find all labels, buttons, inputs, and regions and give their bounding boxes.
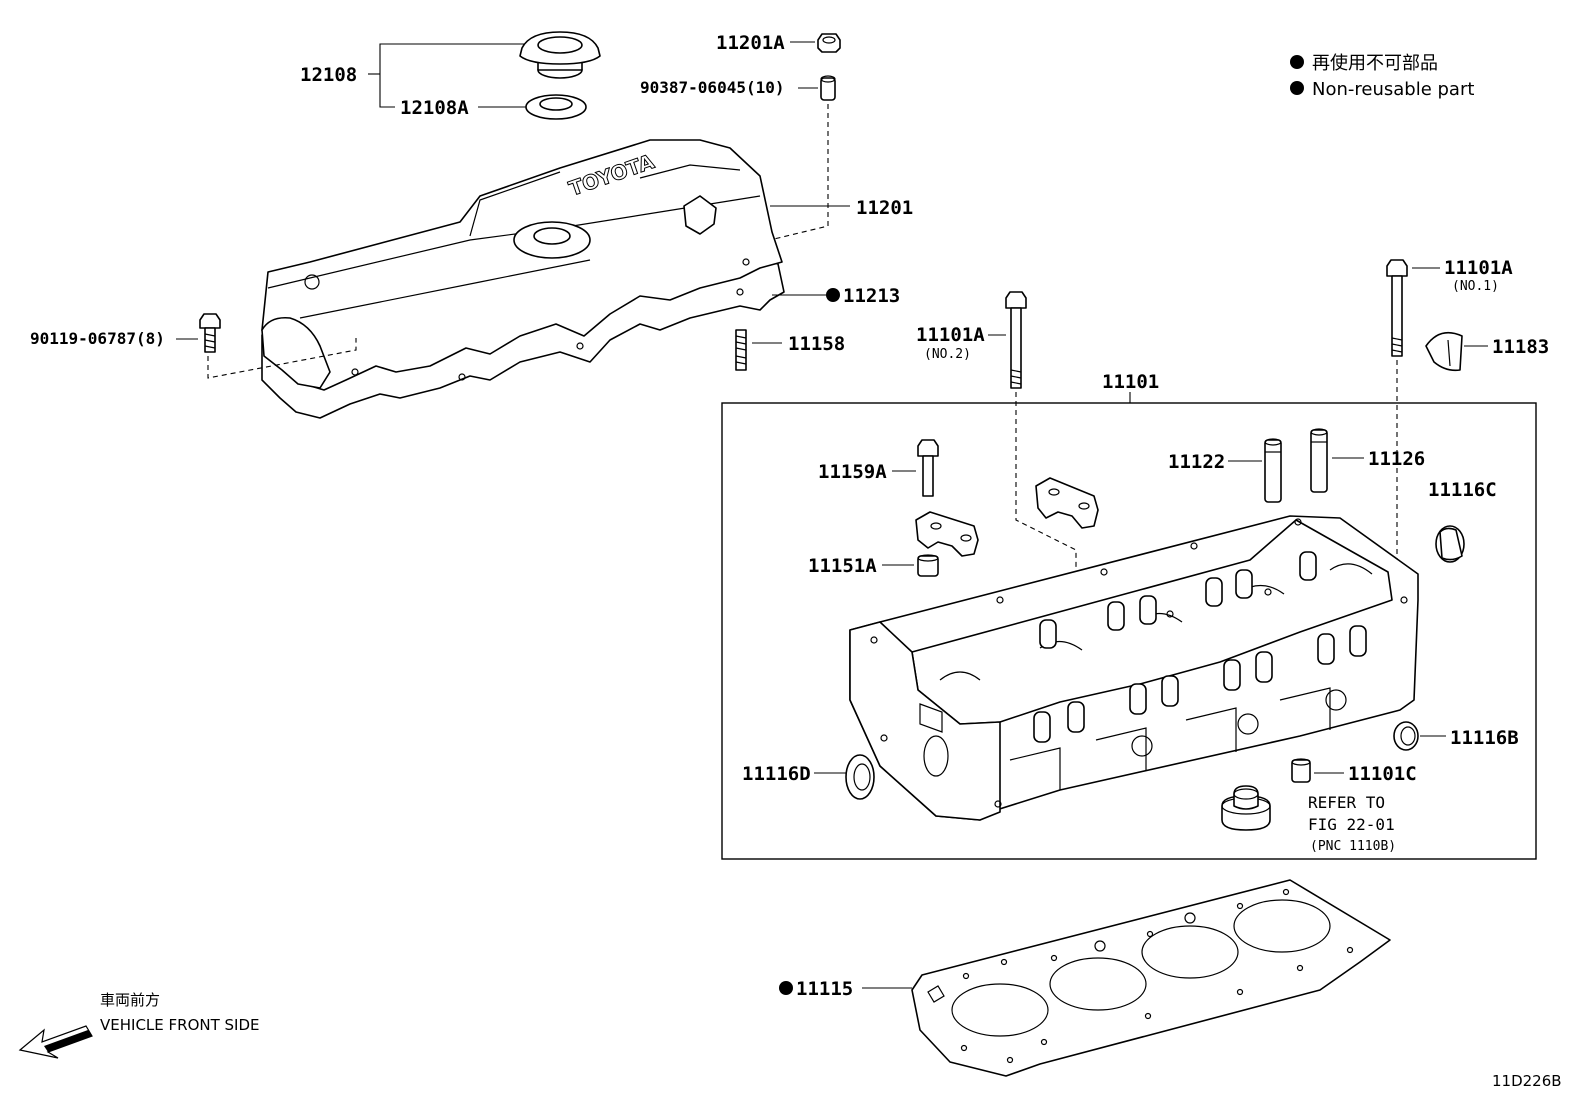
stud-group: 11158 bbox=[735, 329, 845, 371]
legend-en: Non-reusable part bbox=[1312, 79, 1474, 100]
part-label-11126[interactable]: 11126 bbox=[1368, 448, 1425, 470]
head-bolt-icon[interactable] bbox=[1005, 291, 1027, 389]
valve-seal-reference-group: REFER TO FIG 22-01 (PNC 1110B) bbox=[1221, 785, 1396, 854]
valve-guide-icon[interactable] bbox=[1264, 438, 1282, 503]
head-bolt-no2-group: 11101A (NO.2) bbox=[916, 291, 1077, 700]
valve-guide-11126-group: 11126 bbox=[1310, 428, 1425, 493]
bearing-cap-icon[interactable] bbox=[1035, 477, 1099, 529]
part-label-11201A[interactable]: 11201A bbox=[716, 32, 785, 54]
diagram-id: 11D226B bbox=[1492, 1072, 1562, 1090]
vehicle-front-en: VEHICLE FRONT SIDE bbox=[100, 1016, 260, 1034]
valve-seal-icon[interactable] bbox=[1221, 785, 1271, 831]
non-reusable-dot-icon bbox=[779, 981, 793, 995]
legend-jp: 再使用不可部品 bbox=[1312, 53, 1438, 74]
stud-icon[interactable] bbox=[735, 329, 747, 371]
part-label-11116B[interactable]: 11116B bbox=[1450, 727, 1519, 749]
expansion-plug-icon[interactable] bbox=[1435, 525, 1465, 563]
part-label-11159A[interactable]: 11159A bbox=[818, 461, 887, 483]
oil-filler-cap-icon[interactable] bbox=[519, 31, 601, 79]
part-label-11201[interactable]: 11201 bbox=[856, 197, 913, 219]
head-bolt-icon[interactable] bbox=[1386, 259, 1408, 357]
vehicle-front-jp: 車両前方 bbox=[100, 991, 160, 1009]
plug-group: 11183 bbox=[1425, 331, 1549, 372]
plug-icon[interactable] bbox=[1425, 331, 1463, 372]
part-label-11101[interactable]: 11101 bbox=[1102, 371, 1159, 393]
part-label-11115[interactable]: 11115 bbox=[796, 978, 853, 1000]
part-note-no1: (NO.1) bbox=[1452, 279, 1499, 294]
plug-11116D-group: 11116D bbox=[742, 754, 875, 800]
reference-line-2: FIG 22-01 bbox=[1308, 815, 1395, 834]
part-label-11101A-no1[interactable]: 11101A bbox=[1444, 257, 1513, 279]
part-label-12108[interactable]: 12108 bbox=[300, 64, 357, 86]
part-label-11101A-no2[interactable]: 11101A bbox=[916, 324, 985, 346]
nut-icon[interactable] bbox=[817, 33, 841, 53]
part-label-11116D[interactable]: 11116D bbox=[742, 763, 811, 785]
part-label-90387[interactable]: 90387-06045(10) bbox=[640, 78, 785, 97]
sub-assembly-frame bbox=[721, 402, 1537, 860]
part-label-11158[interactable]: 11158 bbox=[788, 333, 845, 355]
screw-icon[interactable] bbox=[199, 313, 221, 353]
cam-bolt-icon[interactable] bbox=[917, 439, 939, 497]
dowel-icon[interactable] bbox=[1291, 758, 1311, 783]
part-note-no2: (NO.2) bbox=[924, 347, 971, 362]
head-gasket-group: 11115 bbox=[779, 879, 1391, 1077]
filler-cap-gasket-icon[interactable] bbox=[525, 94, 587, 120]
part-label-12108A[interactable]: 12108A bbox=[400, 97, 469, 119]
front-arrow-icon bbox=[18, 1025, 93, 1059]
seal-icon[interactable] bbox=[845, 754, 875, 800]
cylinder-head-cover-icon[interactable]: TOYOTA bbox=[261, 139, 785, 419]
grommet-icon[interactable] bbox=[820, 75, 836, 101]
part-label-90119[interactable]: 90119-06787(8) bbox=[30, 329, 165, 348]
cylinder-head-gasket-icon[interactable] bbox=[911, 879, 1391, 1077]
part-label-11122[interactable]: 11122 bbox=[1168, 451, 1225, 473]
dowel-group: 11151A bbox=[808, 554, 939, 577]
expansion-plug-icon[interactable] bbox=[1393, 721, 1419, 751]
valve-guide-11122-group: 11122 bbox=[1168, 438, 1282, 503]
non-reusable-dot-icon bbox=[1290, 55, 1304, 69]
cam-bolt-group: 11159A bbox=[818, 439, 939, 497]
dowel-icon[interactable] bbox=[917, 554, 939, 577]
part-label-11183[interactable]: 11183 bbox=[1492, 336, 1549, 358]
oil-filler-cap-group: 12108 12108A bbox=[300, 31, 601, 120]
cover-screw-group: 90119-06787(8) bbox=[30, 313, 357, 379]
part-label-11101C[interactable]: 11101C bbox=[1348, 763, 1417, 785]
part-label-11151A[interactable]: 11151A bbox=[808, 555, 877, 577]
dowel-11101C-group: 11101C bbox=[1291, 758, 1417, 785]
non-reusable-dot-icon bbox=[1290, 81, 1304, 95]
non-reusable-dot-icon bbox=[826, 288, 840, 302]
bearing-cap-icon[interactable] bbox=[915, 511, 979, 557]
part-label-11213[interactable]: 11213 bbox=[843, 285, 900, 307]
vehicle-front-indicator: 車両前方 VEHICLE FRONT SIDE bbox=[18, 991, 260, 1059]
plug-11116C-group: 11116C bbox=[1428, 479, 1497, 563]
valve-guide-icon[interactable] bbox=[1310, 428, 1328, 493]
cylinder-head-icon[interactable] bbox=[849, 515, 1419, 821]
reference-line-3: (PNC 1110B) bbox=[1310, 839, 1396, 854]
legend: 再使用不可部品 Non-reusable part bbox=[1290, 53, 1474, 100]
plug-11116B-group: 11116B bbox=[1393, 721, 1519, 751]
part-label-11116C[interactable]: 11116C bbox=[1428, 479, 1497, 501]
cover-nut-group: 11201A 90387-06045(10) bbox=[640, 32, 841, 247]
reference-line-1: REFER TO bbox=[1308, 793, 1385, 812]
